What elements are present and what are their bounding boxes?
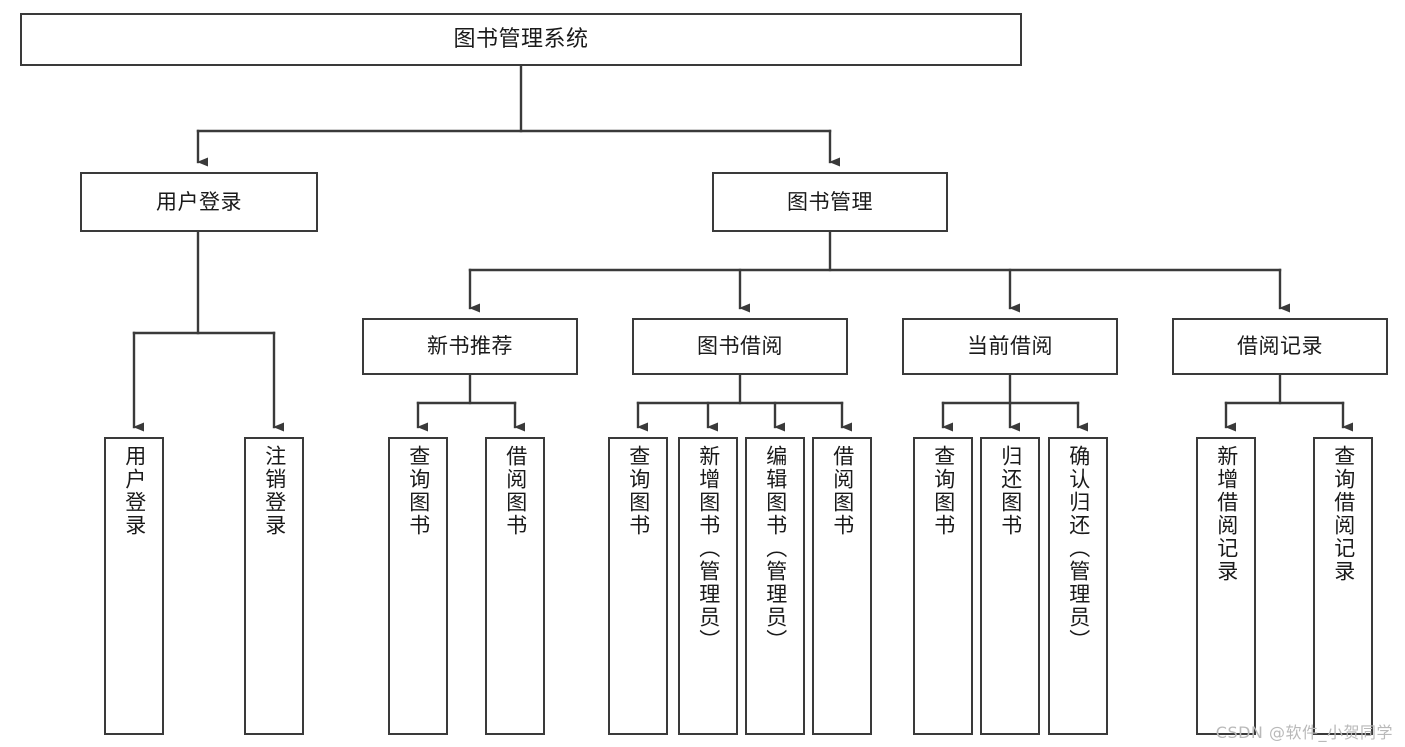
leaf-user-login-signin-label: 用户登录 xyxy=(122,445,147,537)
leaf-current-borrow-query[interactable]: 查询图书 xyxy=(913,437,973,735)
leaf-book-borrow-query-label: 查询图书 xyxy=(626,445,651,537)
leaf-book-borrow-edit[interactable]: 编辑图书（管理员） xyxy=(745,437,805,735)
node-book-borrow[interactable]: 图书借阅 xyxy=(632,318,848,375)
node-book-management-label: 图书管理 xyxy=(787,189,873,214)
leaf-new-book-query-label: 查询图书 xyxy=(406,445,431,537)
node-borrow-record[interactable]: 借阅记录 xyxy=(1172,318,1388,375)
node-new-book-recommend-label: 新书推荐 xyxy=(427,334,513,359)
leaf-new-book-borrow-label: 借阅图书 xyxy=(503,445,528,537)
node-book-management[interactable]: 图书管理 xyxy=(712,172,948,232)
leaf-borrow-record-add[interactable]: 新增借阅记录 xyxy=(1196,437,1256,735)
leaf-current-borrow-return[interactable]: 归还图书 xyxy=(980,437,1040,735)
leaf-book-borrow-edit-label: 编辑图书（管理员） xyxy=(763,445,788,652)
leaf-book-borrow-borrow[interactable]: 借阅图书 xyxy=(812,437,872,735)
leaf-new-book-borrow[interactable]: 借阅图书 xyxy=(485,437,545,735)
leaf-book-borrow-borrow-label: 借阅图书 xyxy=(830,445,855,537)
node-borrow-record-label: 借阅记录 xyxy=(1237,334,1323,359)
node-book-borrow-label: 图书借阅 xyxy=(697,334,783,359)
leaf-book-borrow-add-label: 新增图书（管理员） xyxy=(696,445,721,652)
leaf-new-book-query[interactable]: 查询图书 xyxy=(388,437,448,735)
leaf-current-borrow-query-label: 查询图书 xyxy=(931,445,956,537)
csdn-watermark: CSDN @软件_小贺同学 xyxy=(1215,723,1393,742)
leaf-user-login-signout-label: 注销登录 xyxy=(262,445,287,537)
leaf-current-borrow-confirm-return[interactable]: 确认归还（管理员） xyxy=(1048,437,1108,735)
leaf-book-borrow-add[interactable]: 新增图书（管理员） xyxy=(678,437,738,735)
leaf-current-borrow-return-label: 归还图书 xyxy=(998,445,1023,537)
leaf-current-borrow-confirm-return-label: 确认归还（管理员） xyxy=(1066,445,1091,652)
node-root-book-management-system[interactable]: 图书管理系统 xyxy=(20,13,1022,66)
node-user-login[interactable]: 用户登录 xyxy=(80,172,318,232)
node-user-login-label: 用户登录 xyxy=(156,189,242,214)
leaf-user-login-signin[interactable]: 用户登录 xyxy=(104,437,164,735)
leaf-borrow-record-add-label: 新增借阅记录 xyxy=(1214,445,1239,583)
leaf-book-borrow-query[interactable]: 查询图书 xyxy=(608,437,668,735)
leaf-borrow-record-query[interactable]: 查询借阅记录 xyxy=(1313,437,1373,735)
node-new-book-recommend[interactable]: 新书推荐 xyxy=(362,318,578,375)
leaf-borrow-record-query-label: 查询借阅记录 xyxy=(1331,445,1356,583)
leaf-user-login-signout[interactable]: 注销登录 xyxy=(244,437,304,735)
node-current-borrow-label: 当前借阅 xyxy=(967,334,1053,359)
node-current-borrow[interactable]: 当前借阅 xyxy=(902,318,1118,375)
node-root-label: 图书管理系统 xyxy=(453,26,589,52)
